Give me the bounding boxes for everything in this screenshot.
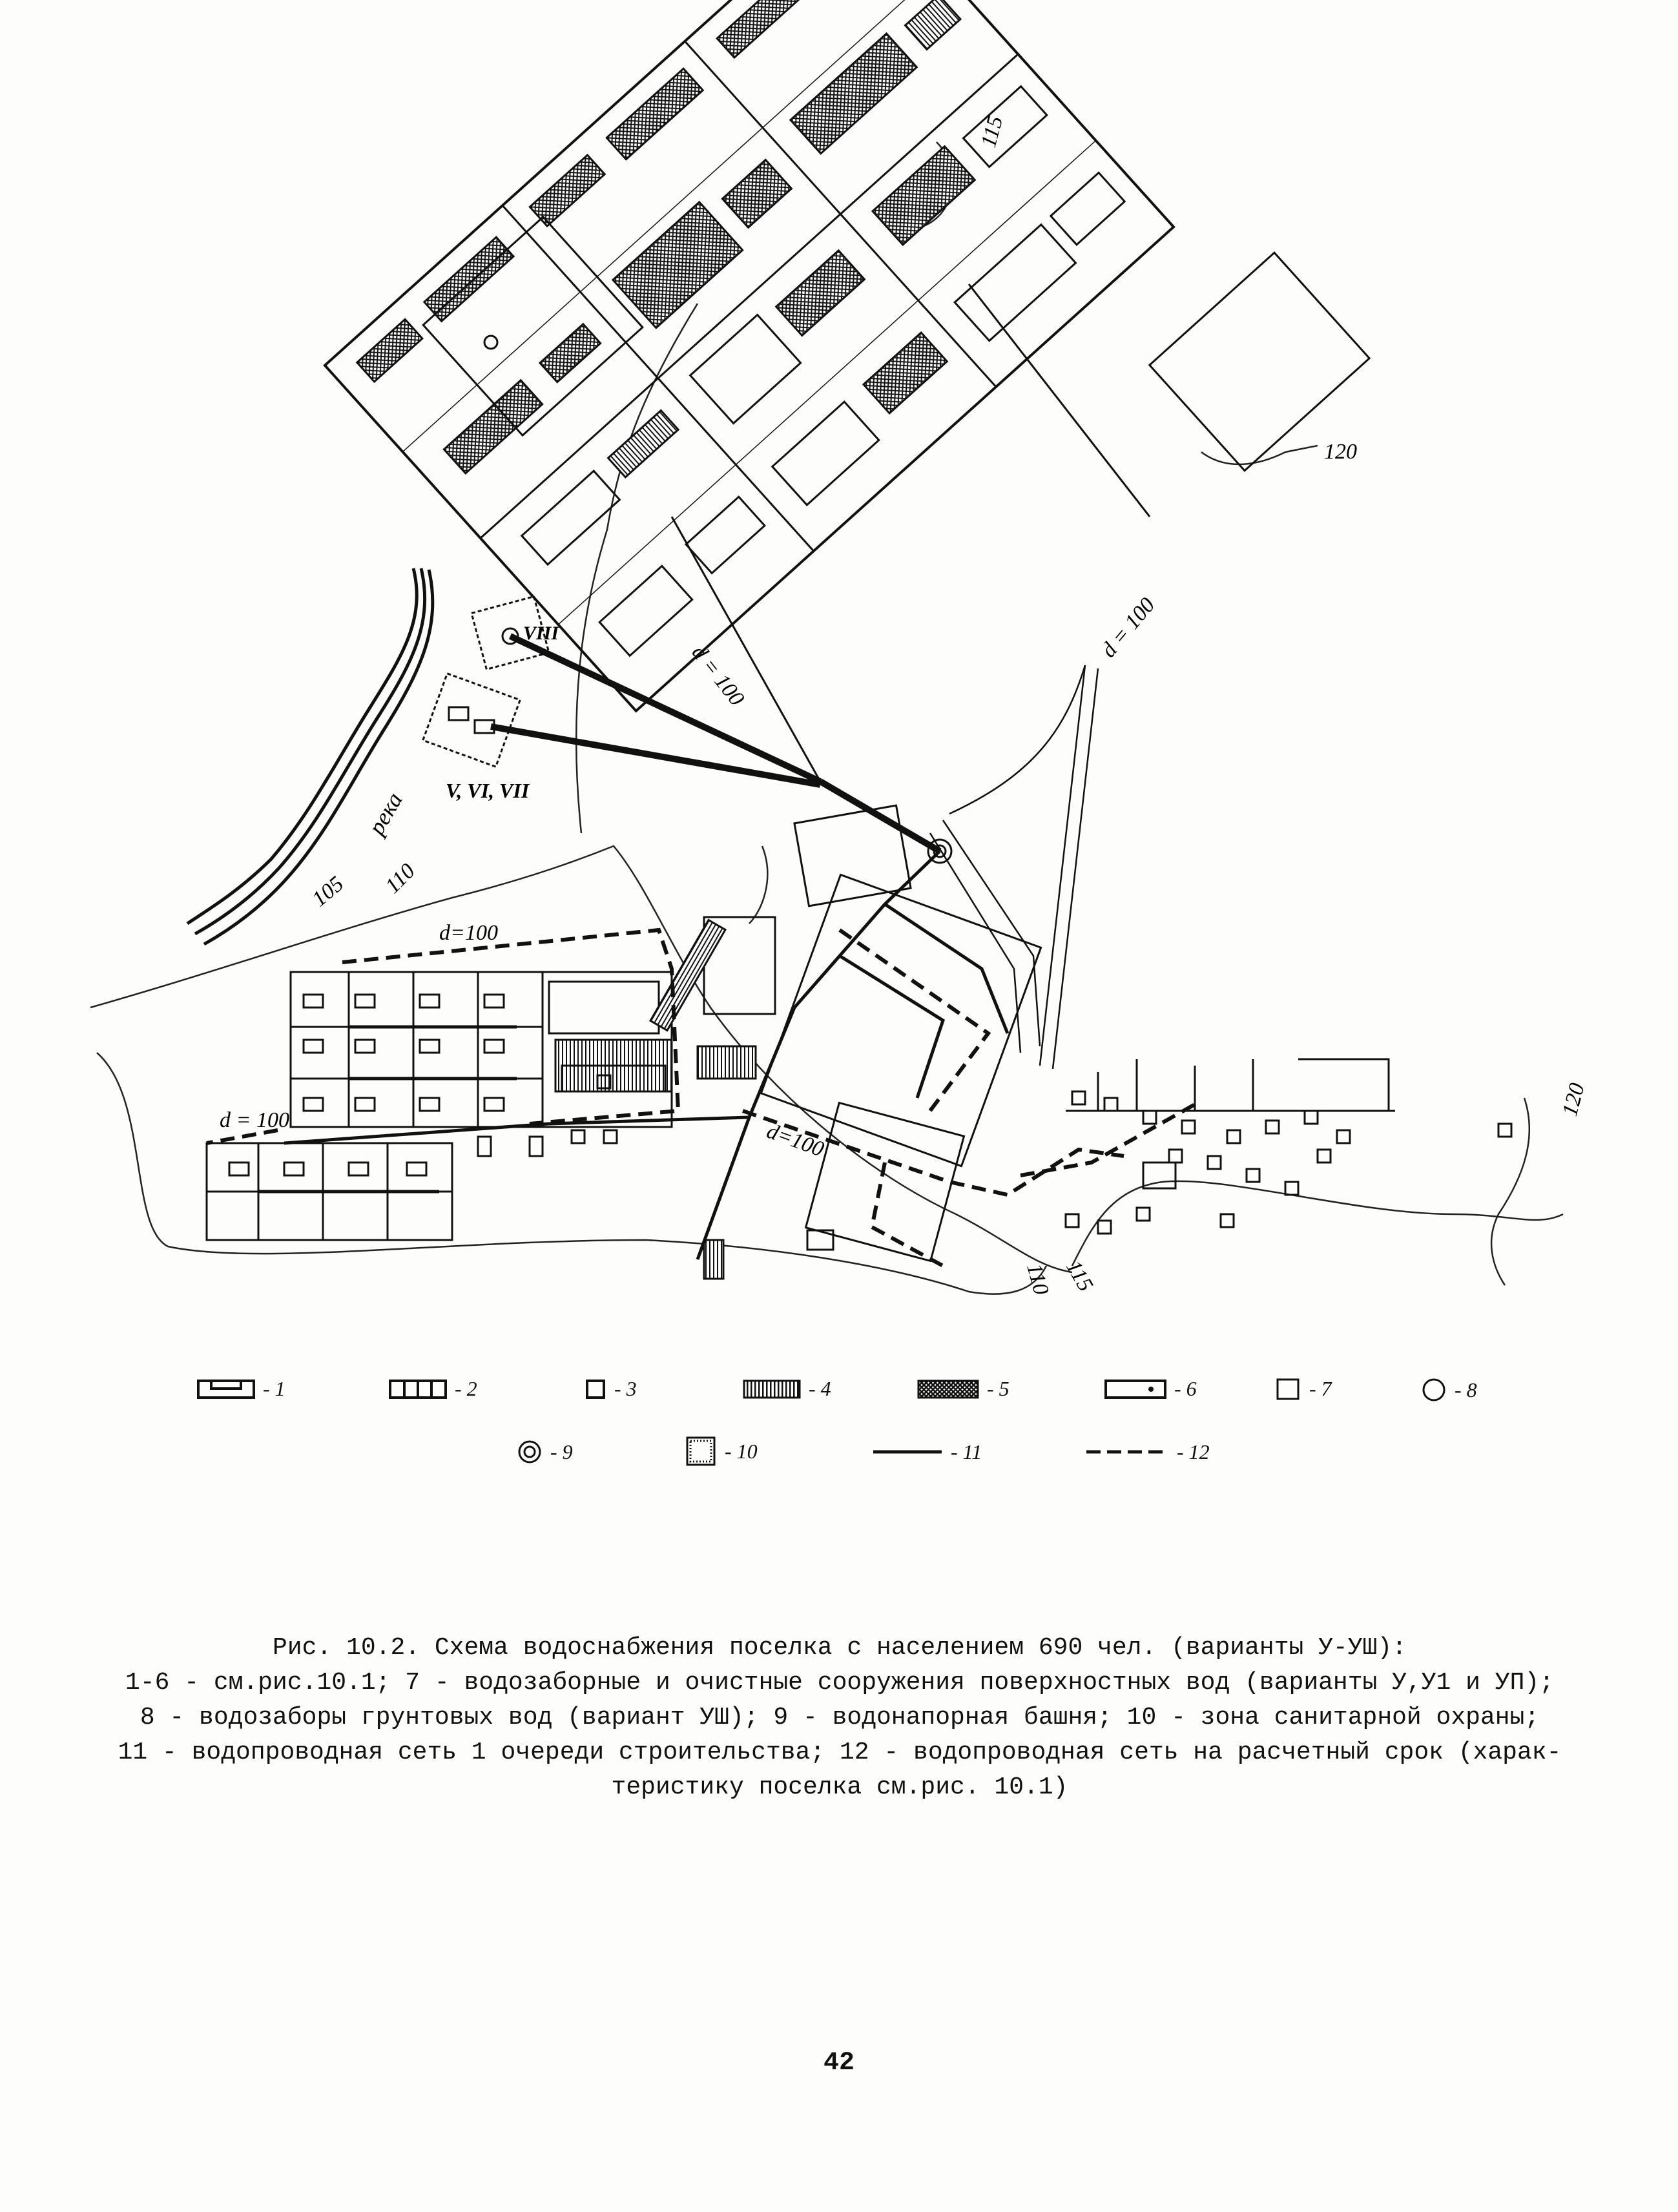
contour-line	[1071, 1180, 1564, 1266]
station-label-viii: VIII	[523, 623, 559, 644]
legend-item-1: - 1	[197, 1377, 285, 1401]
legend-label: - 1	[263, 1377, 285, 1400]
legend-item-7: - 7	[1276, 1377, 1332, 1401]
caption-line: 1-6 - см.рис.10.1; 7 - водозаборные и оч…	[125, 1669, 1554, 1697]
groundwater-intake-viii	[501, 627, 519, 645]
contour-label-110-south: 110	[1022, 1261, 1053, 1297]
building-bracket-icon	[197, 1379, 255, 1399]
solid-line-icon	[873, 1450, 942, 1454]
future-pipelines	[206, 927, 1196, 1268]
sanitary-zone-v-vii	[421, 672, 522, 769]
legend-item-4: - 4	[743, 1377, 831, 1401]
legend-item-10: - 10	[685, 1435, 758, 1467]
legend-label: - 7	[1309, 1377, 1332, 1400]
legend-label: - 5	[987, 1377, 1010, 1400]
legend-item-6: - 6	[1104, 1377, 1197, 1401]
contour-label-120-east: 120	[1324, 440, 1357, 464]
caption-line: 8 - водозаборы грунтовых вод (вариант УШ…	[140, 1704, 1540, 1731]
river	[186, 568, 435, 946]
sanitary-zone-viii	[470, 595, 550, 671]
access-roads	[929, 665, 1099, 1070]
contour-label-115-north: 115	[977, 114, 1008, 150]
water-supply-scheme-map: 115 120 105 110 110 115 120 d = 100 d = …	[90, 0, 1590, 1297]
square-plot-ne	[1148, 251, 1371, 472]
legend-label: - 12	[1177, 1440, 1210, 1463]
contour-line	[96, 1052, 1048, 1295]
houses	[228, 993, 1513, 1235]
legend-label: - 6	[1174, 1377, 1197, 1400]
caption-line: Рис. 10.2. Схема водоснабжения поселка с…	[273, 1634, 1407, 1662]
contour-line	[1490, 1097, 1531, 1286]
industrial-zone	[323, 0, 1176, 713]
legend-item-9: - 9	[517, 1439, 573, 1465]
caption-line: 11 - водопроводная сеть 1 очереди строит…	[118, 1739, 1562, 1766]
water-tower-outer	[927, 838, 953, 864]
legend-item-12: - 12	[1085, 1439, 1210, 1465]
pipe-diameter-label: d = 100	[220, 1108, 289, 1132]
legend-item-8: - 8	[1421, 1377, 1477, 1403]
station-label-v-vi-vii: V, VI, VII	[446, 779, 530, 802]
legend-label: - 4	[809, 1377, 831, 1400]
row-houses-icon	[389, 1379, 447, 1399]
contour-line	[749, 845, 769, 924]
empty-square-icon	[1276, 1378, 1300, 1400]
page-number: 42	[823, 2049, 855, 2078]
legend-item-5: - 5	[917, 1377, 1010, 1401]
legend-label: - 3	[614, 1377, 637, 1400]
square-plot-nw	[422, 215, 644, 437]
contour-lines	[90, 141, 1564, 1295]
main-pipelines	[490, 633, 942, 854]
double-circle-icon	[518, 1440, 541, 1463]
legend-label: - 9	[550, 1440, 573, 1463]
contour-label-115-south: 115	[1061, 1257, 1097, 1296]
rect-with-dot-icon	[1104, 1379, 1166, 1399]
contour-label-105: 105	[307, 872, 348, 911]
legend-label: - 2	[455, 1377, 477, 1400]
legend-label: - 8	[1455, 1378, 1477, 1401]
river-label: река	[362, 788, 408, 840]
legend-label: - 11	[951, 1440, 982, 1463]
dashed-line-icon	[1086, 1450, 1168, 1454]
zone-outline-extras	[422, 215, 1371, 472]
crosshatched-block-icon	[917, 1380, 979, 1398]
pipe-diameter-label: d=100	[763, 1119, 827, 1162]
pipe-diameter-label: d=100	[439, 921, 498, 945]
contour-label-120-southeast: 120	[1558, 1080, 1590, 1119]
circle-icon	[1422, 1378, 1445, 1401]
small-house-icon	[586, 1379, 605, 1399]
legend-item-2: - 2	[389, 1377, 477, 1401]
first-stage-pipelines	[258, 284, 1151, 1260]
contour-line	[1201, 444, 1318, 466]
caption-line: теристику поселка см.рис. 10.1)	[611, 1773, 1068, 1801]
legend-label: - 10	[725, 1439, 758, 1463]
hatched-block-icon	[743, 1380, 801, 1398]
contour-line	[90, 845, 1073, 1274]
figure-caption: Рис. 10.2. Схема водоснабжения поселка с…	[97, 1631, 1582, 1805]
contour-label-110-west: 110	[380, 859, 419, 898]
pipe-diameter-label: d = 100	[1097, 594, 1160, 662]
dotted-square-icon	[686, 1436, 716, 1466]
legend-item-11: - 11	[872, 1439, 982, 1465]
pipe-diameter-label: d = 100	[687, 641, 749, 710]
legend: - 1 - 2 - 3 - 4	[0, 1363, 1678, 1505]
legend-item-3: - 3	[585, 1377, 637, 1401]
